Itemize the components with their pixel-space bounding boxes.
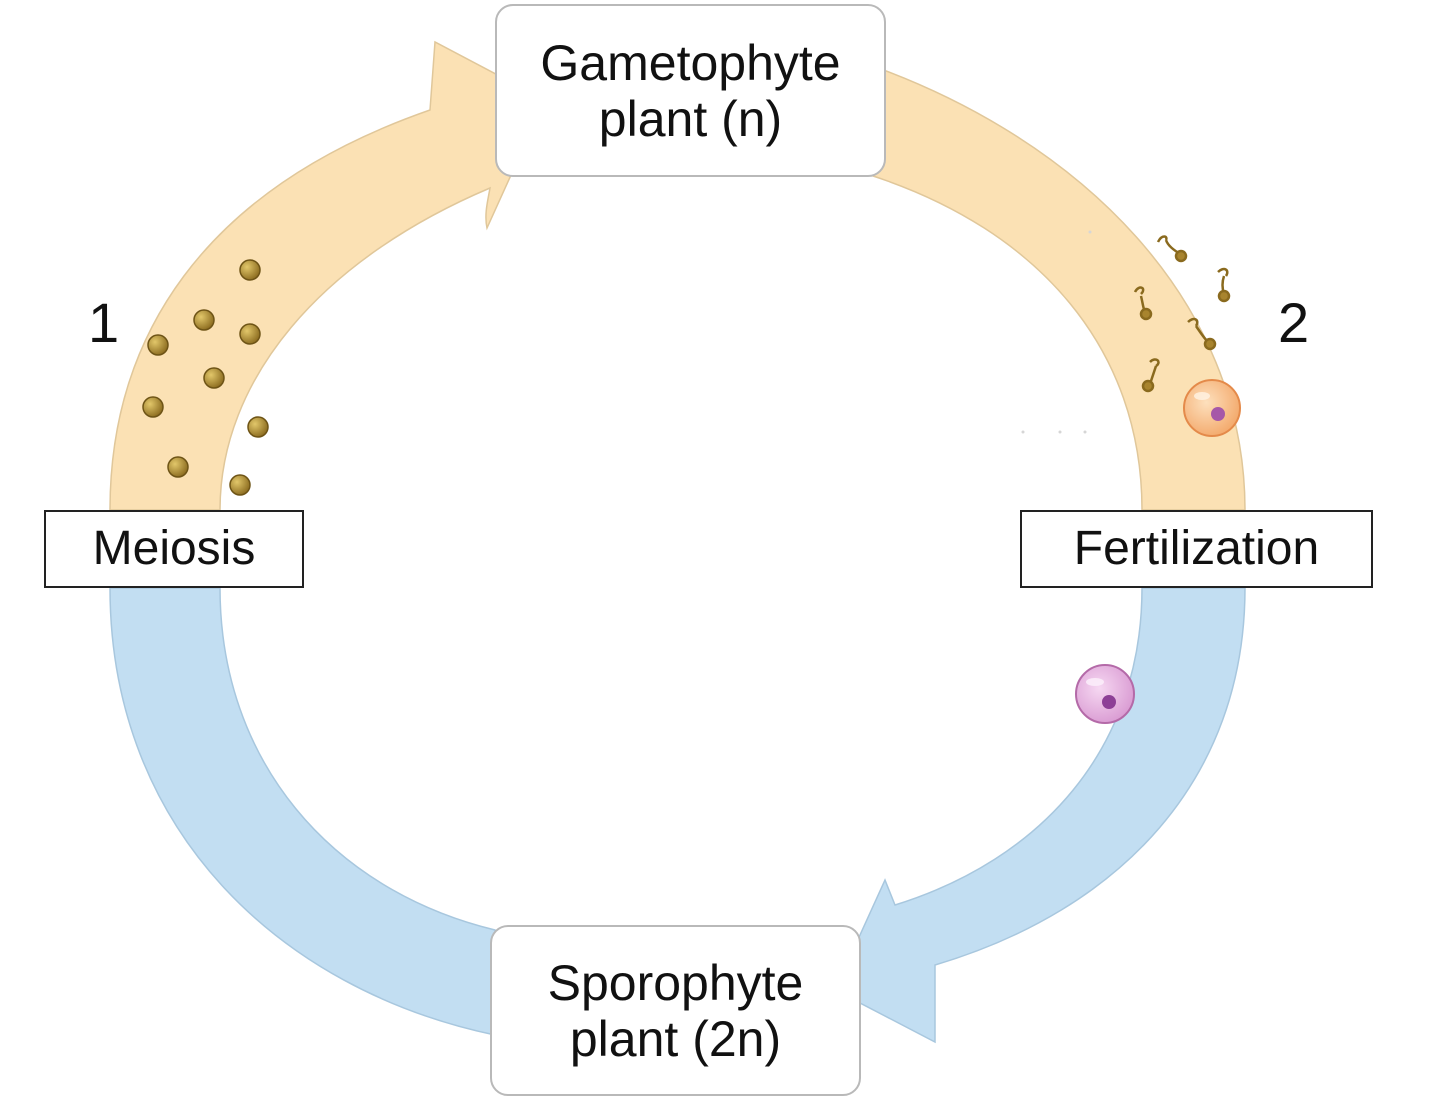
spore bbox=[247, 416, 269, 438]
diploid-band-left bbox=[109, 587, 496, 1036]
zygote-cell bbox=[1075, 664, 1135, 724]
spore-group bbox=[142, 259, 269, 496]
sperm-icon bbox=[1217, 267, 1231, 303]
spore bbox=[203, 367, 225, 389]
sperm-icon bbox=[1156, 235, 1188, 263]
spore bbox=[239, 323, 261, 345]
sporophyte-label-line1: Sporophyte bbox=[547, 954, 804, 1011]
sperm-icon bbox=[1133, 286, 1153, 321]
egg-cell bbox=[1183, 379, 1241, 437]
spore bbox=[147, 334, 169, 356]
marker-1: 1 bbox=[88, 291, 120, 354]
sperm-icon bbox=[1187, 317, 1217, 351]
sporophyte-label-line2: plant (2n) bbox=[569, 1010, 782, 1067]
gametophyte-label-line1: Gametophyte bbox=[540, 34, 841, 91]
sporophyte-box: Sporophyte plant (2n) bbox=[490, 925, 861, 1096]
haploid-arrow-left bbox=[109, 40, 546, 511]
gametophyte-label-line2: plant (n) bbox=[598, 90, 783, 147]
sperm-icon bbox=[1141, 358, 1160, 393]
marker-2: 2 bbox=[1278, 291, 1310, 354]
fertilization-box: Fertilization bbox=[1020, 510, 1373, 588]
spore bbox=[193, 309, 215, 331]
fertilization-label: Fertilization bbox=[1073, 522, 1320, 576]
diploid-arrow-right bbox=[834, 587, 1246, 1044]
faint-specks bbox=[1021, 230, 1092, 434]
sperm-group bbox=[1133, 235, 1231, 393]
spore bbox=[142, 396, 164, 418]
meiosis-label: Meiosis bbox=[92, 522, 256, 576]
spore bbox=[229, 474, 251, 496]
haploid-band-right bbox=[869, 63, 1246, 511]
egg-nucleus bbox=[1211, 407, 1225, 421]
spore bbox=[167, 456, 189, 478]
zygote-nucleus bbox=[1102, 695, 1116, 709]
gametophyte-box: Gametophyte plant (n) bbox=[495, 4, 886, 177]
meiosis-box: Meiosis bbox=[44, 510, 304, 588]
spore bbox=[239, 259, 261, 281]
